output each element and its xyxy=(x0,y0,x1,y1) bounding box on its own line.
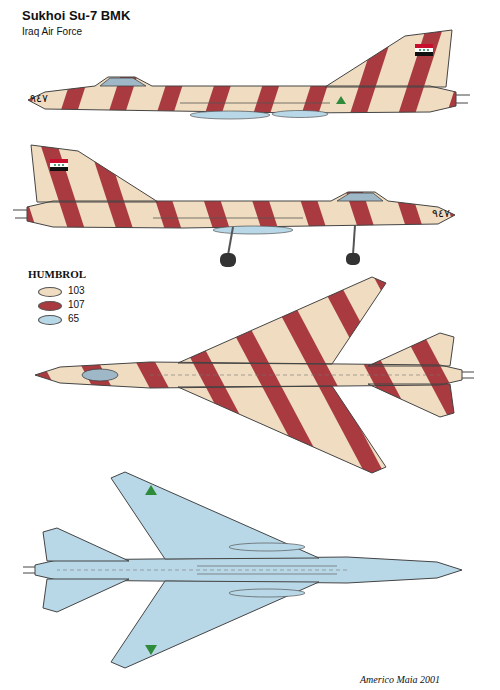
legend-text: 65 xyxy=(68,313,79,324)
side-view-mirrored xyxy=(13,140,463,267)
top-view xyxy=(30,272,474,478)
legend-text: 107 xyxy=(68,299,85,310)
legend-swatch xyxy=(38,301,62,311)
serial-number: ٩٤٧ xyxy=(432,207,450,220)
legend-heading: HUMBROL xyxy=(28,268,86,280)
bottom-view xyxy=(23,472,462,668)
side-view xyxy=(20,25,470,120)
serial-number: ٩٤٧ xyxy=(30,92,48,105)
legend-text: 103 xyxy=(68,285,85,296)
legend-swatch xyxy=(38,315,62,325)
legend-swatch xyxy=(38,287,62,297)
credit: Americo Maia 2001 xyxy=(360,674,440,685)
subtitle: Iraq Air Force xyxy=(22,26,82,37)
title: Sukhoi Su-7 BMK xyxy=(22,8,130,23)
